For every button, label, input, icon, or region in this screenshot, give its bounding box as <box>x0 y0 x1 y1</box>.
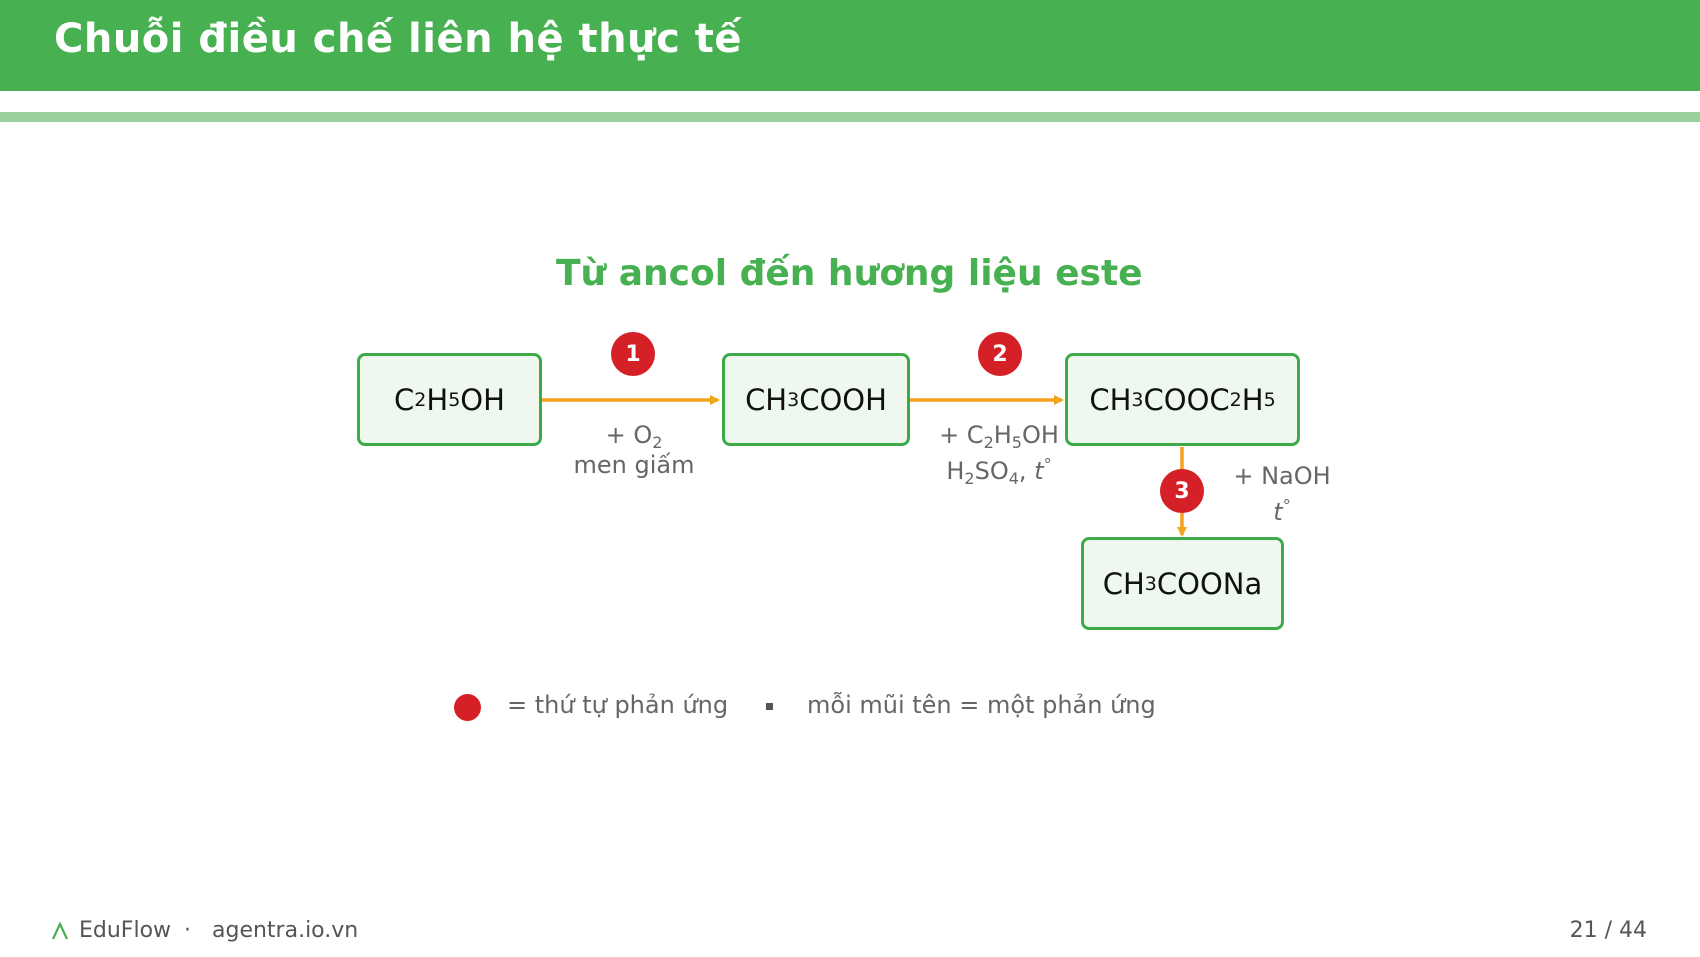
step-3-reagent: + NaOH <box>1233 462 1331 490</box>
step-badge-3: 3 <box>1160 469 1204 513</box>
slide-title: Chuỗi điều chế liên hệ thực tế <box>54 16 742 62</box>
step-3-condition: t° <box>1273 496 1291 526</box>
legend-dot-meaning: = thứ tự phản ứng <box>507 691 729 719</box>
footer-separator: · <box>184 918 191 943</box>
diagram-title: Từ ancol đến hương liệu este <box>556 253 1143 294</box>
step-1-reagent: + O2 <box>605 421 663 452</box>
legend-separator <box>766 703 773 710</box>
step-2-condition: H2SO4, t° <box>946 455 1052 488</box>
footer-brand: EduFlow <box>79 918 172 943</box>
step-2-reagent: + C2H5OH <box>939 421 1059 452</box>
step-badge-2: 2 <box>978 332 1022 376</box>
eduflow-logo-icon <box>52 922 68 940</box>
legend-arrow-meaning: mỗi mũi tên = một phản ứng <box>807 691 1156 719</box>
step-badge-1: 1 <box>611 332 655 376</box>
header-divider <box>0 112 1700 122</box>
step-2-conditions: + C2H5OH H2SO4, t° <box>932 420 1066 488</box>
header-bar: Chuỗi điều chế liên hệ thực tế <box>0 0 1700 91</box>
page-number: 21 / 44 <box>1569 918 1647 943</box>
step-3-conditions: + NaOH t° <box>1227 461 1337 527</box>
step-1-condition: men giấm <box>573 451 695 479</box>
step-1-conditions: + O2 men giấm <box>572 420 696 480</box>
legend-step-dot <box>454 694 481 721</box>
footer-site: agentra.io.vn <box>212 918 359 943</box>
